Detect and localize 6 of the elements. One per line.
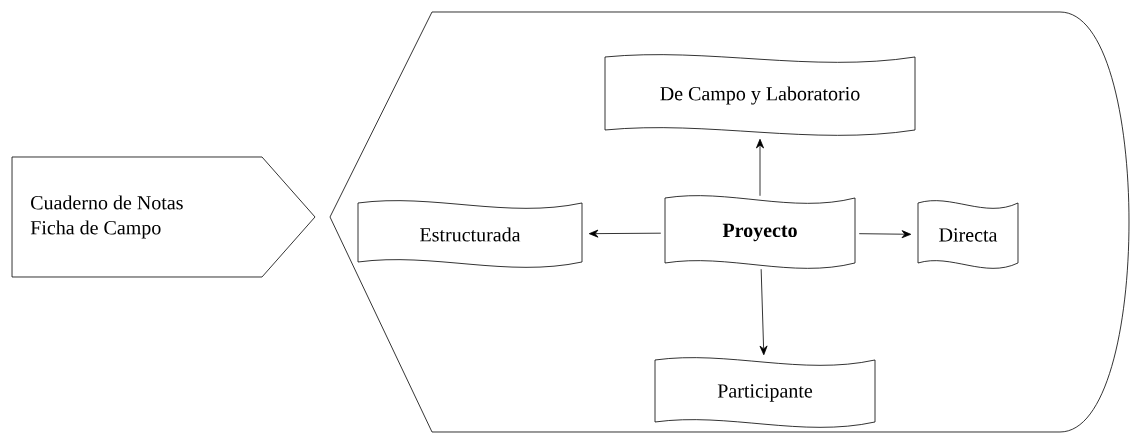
pentagon-box: Cuaderno de Notas Ficha de Campo (11, 156, 316, 278)
enclosure-shape (329, 11, 1130, 433)
arrow (756, 138, 764, 197)
arrow (759, 268, 768, 356)
arrow (858, 230, 912, 239)
arrow (588, 229, 662, 238)
